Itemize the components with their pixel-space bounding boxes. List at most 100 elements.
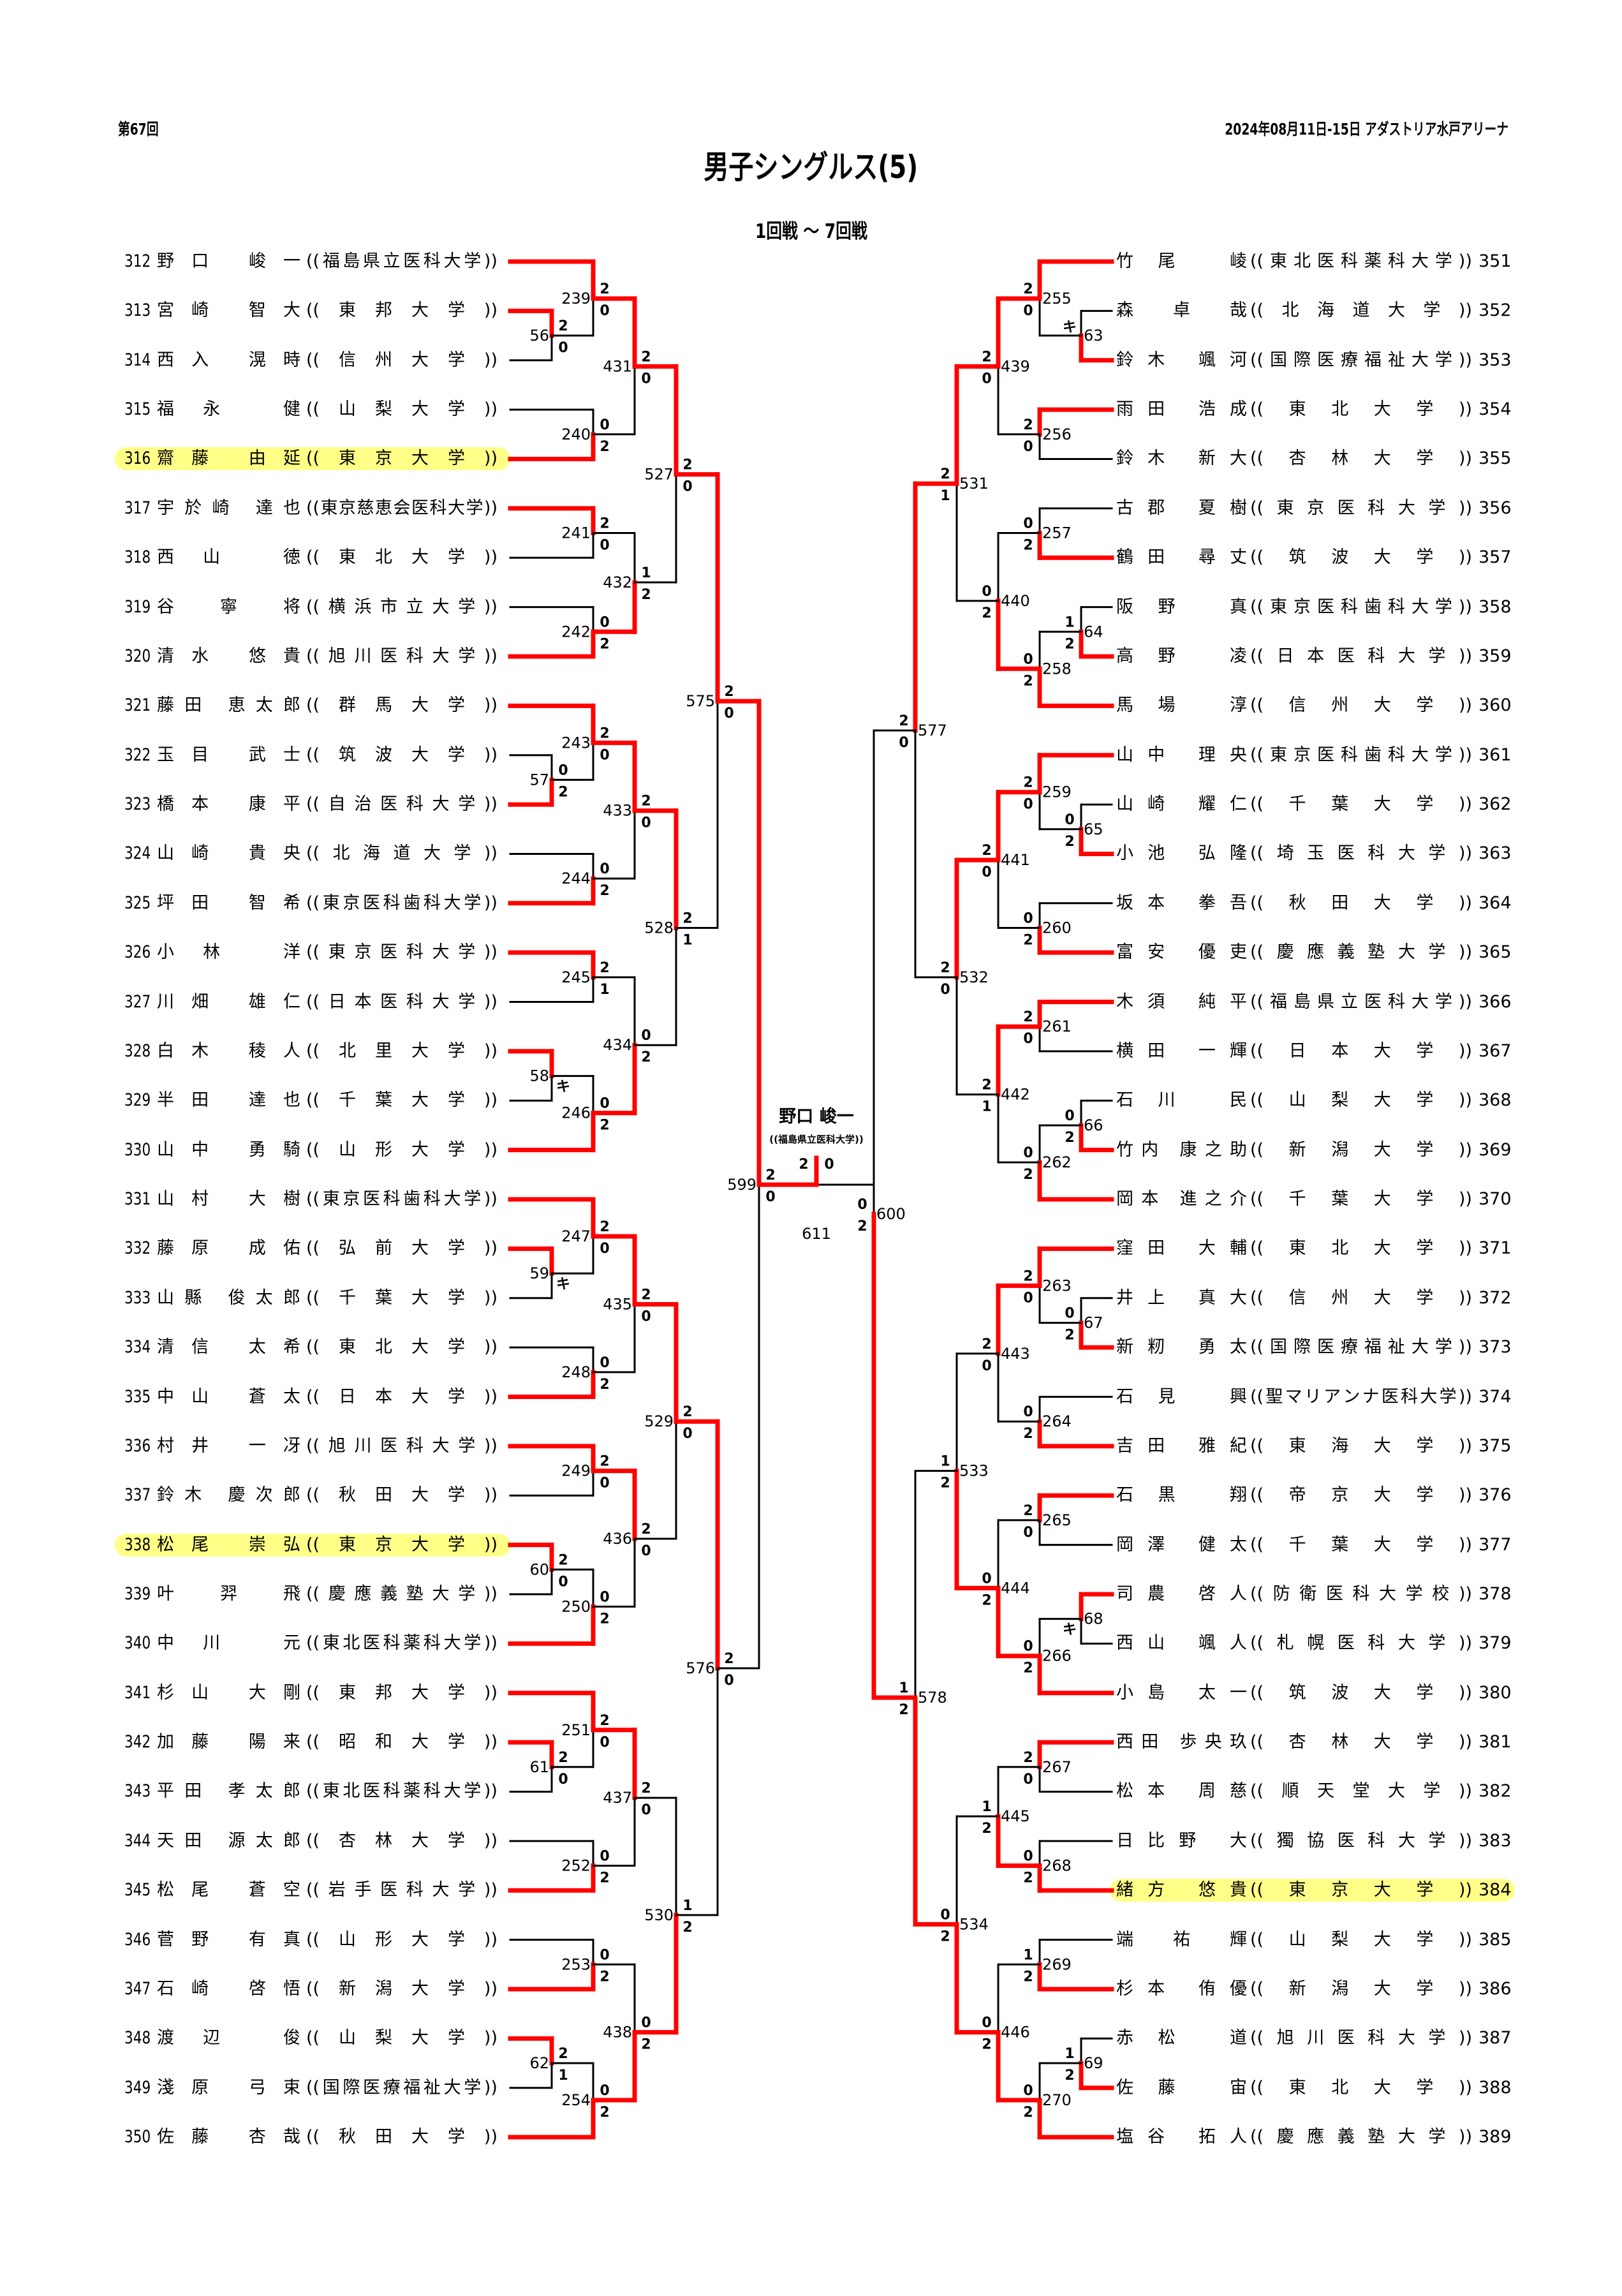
score-bottom: 2	[641, 587, 651, 603]
char	[1179, 1680, 1184, 1706]
player-university: ((筑波大学))	[1250, 1682, 1472, 1703]
score-bottom: 2	[641, 1049, 651, 1065]
player-number: 357	[1478, 547, 1512, 568]
player-university: ((東京医科歯科大学))	[1250, 744, 1472, 765]
char: 叶	[157, 1583, 174, 1604]
char: 齋	[157, 448, 174, 469]
char: 央	[1204, 1732, 1222, 1752]
char: 安	[1147, 942, 1165, 963]
char	[1210, 1828, 1216, 1854]
player-university: ((旭川医科大学))	[1250, 2028, 1472, 2048]
char: 佑	[283, 1238, 300, 1259]
match-number: 438	[603, 2024, 632, 2041]
player-name: 渡辺 俊	[157, 2026, 300, 2051]
char: 渡	[157, 2028, 174, 2048]
char	[1179, 1236, 1184, 1261]
char	[1179, 1631, 1184, 1656]
score-bottom: 0	[1023, 439, 1033, 455]
char: 松	[1116, 1781, 1133, 1802]
player-university: ((杏林大学))	[1250, 448, 1472, 469]
char: 永	[203, 399, 221, 420]
player-number: 327	[124, 991, 151, 1012]
player-name: 窪田 大輔	[1116, 1236, 1247, 1261]
player-university: ((新潟大学))	[306, 1978, 498, 1999]
char: 木	[1147, 350, 1165, 370]
char: 有	[248, 1929, 266, 1950]
char: 大	[1198, 1238, 1216, 1259]
score-top: 2	[899, 713, 908, 729]
char: 山	[157, 843, 174, 864]
char: 将	[283, 596, 300, 617]
char: 尋	[1198, 547, 1216, 568]
match-number: 241	[561, 524, 591, 542]
player-number: 338	[124, 1534, 151, 1555]
player-name: 橋本 康平	[157, 792, 300, 817]
player-university: ((順天堂大学))	[1250, 1781, 1472, 1802]
char: 仁	[1229, 794, 1247, 815]
char: 周	[1198, 1781, 1216, 1802]
score-bottom: 0	[765, 1189, 775, 1205]
player-name: 塩谷 拓人	[1116, 2124, 1247, 2150]
char: 横	[1116, 1041, 1133, 1061]
match-number: 242	[561, 623, 591, 641]
char: 岡	[1116, 1534, 1133, 1555]
player-number: 332	[124, 1238, 151, 1259]
player-number: 336	[124, 1435, 151, 1456]
player-university: ((慶應義塾大学))	[306, 1583, 498, 1604]
score-bottom: 0	[1023, 1031, 1033, 1047]
player-name: 山中 理央	[1116, 743, 1247, 768]
score-top: 2	[641, 1287, 651, 1303]
char: 太	[248, 1337, 266, 1358]
player-name: 加藤 陽来	[157, 1729, 300, 1755]
score-top: 1	[1065, 614, 1074, 630]
char: 水	[191, 646, 209, 666]
char: 崎	[1147, 794, 1165, 815]
char: 西	[1116, 1732, 1133, 1752]
match-number: 255	[1042, 290, 1072, 307]
player-number: 385	[1478, 1929, 1512, 1950]
char	[226, 1236, 232, 1261]
player-number: 372	[1478, 1287, 1512, 1308]
char: 山	[191, 1386, 209, 1407]
player-university: ((帝京大学))	[1250, 1485, 1472, 1506]
score-top: 2	[558, 1552, 568, 1568]
char: 希	[283, 892, 300, 913]
player-number: 369	[1478, 1139, 1512, 1160]
player-university: ((群馬大学))	[306, 695, 498, 716]
char: 浩	[1198, 399, 1216, 420]
char: 林	[203, 942, 221, 963]
player-university: ((埼玉医科大学))	[1250, 843, 1472, 864]
player-name: 岡本 進之介	[1116, 1187, 1247, 1212]
player-name: 雨田 浩成	[1116, 397, 1247, 422]
score-bottom: 0	[724, 1673, 734, 1689]
player-university: ((弘前大学))	[306, 1238, 498, 1259]
player-university: ((東京医科歯科大学))	[306, 892, 498, 913]
player-name: 谷 寧 将	[157, 595, 300, 620]
char: 本	[1147, 1781, 1165, 1802]
char	[1200, 1088, 1205, 1113]
char: 佐	[157, 2127, 174, 2147]
score-top: 0	[600, 1096, 609, 1112]
player-number: 388	[1478, 2077, 1512, 2098]
player-university: ((千葉大学))	[306, 1287, 498, 1308]
score-bottom: 0	[724, 706, 734, 722]
char	[226, 644, 232, 669]
match-number: 442	[1001, 1086, 1030, 1104]
player-university: ((信州大学))	[1250, 695, 1472, 716]
char	[226, 1039, 232, 1064]
player-name: 村井 一冴	[157, 1433, 300, 1459]
